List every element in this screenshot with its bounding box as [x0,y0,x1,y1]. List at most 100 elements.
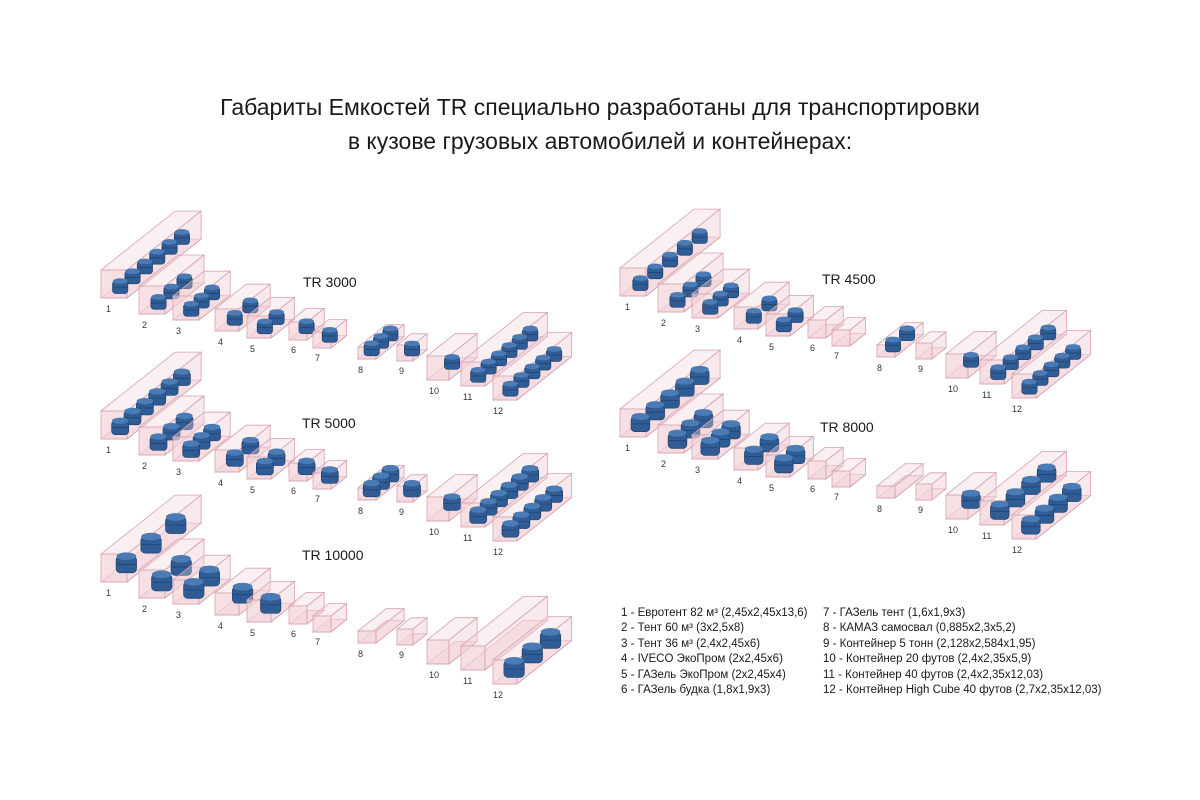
legend-item-2: 2 - Тент 60 м³ (3x2,5x8) [621,622,745,635]
tank-top [242,436,259,444]
title-line-2: в кузове грузовых автомобилей и контейне… [347,128,853,154]
tank-top [1021,475,1041,483]
tanks-10 [443,493,461,511]
vehicle-number: 9 [399,366,404,376]
tank-top [199,565,220,574]
vehicle-number: 10 [429,527,439,537]
tank-top [690,365,709,373]
vehicle-number: 4 [218,478,223,488]
tank-top [681,419,700,427]
tanks-4 [232,582,254,604]
vehicle-number: 12 [1012,404,1022,414]
tank-top [165,513,186,521]
vehicle-number: 9 [918,505,923,515]
vehicle-number: 8 [877,363,882,373]
tank-top [382,464,399,472]
tank-top [174,229,190,235]
tank-top [692,228,708,234]
tank-top [746,307,762,314]
tank-top [490,489,508,497]
tank-top [962,489,981,497]
vehicle-number: 5 [250,628,255,638]
tank-top [193,432,210,439]
tank-top [501,481,518,488]
tanks-4 [226,297,259,326]
vehicle-number: 7 [315,353,320,363]
tanks-1 [630,365,710,433]
tanks-5 [256,309,285,335]
tank-top [404,340,420,347]
vehicle-number: 5 [769,483,774,493]
vehicle-number: 6 [810,484,815,494]
legend-item-4: 4 - IVECO ЭкоПром (2x2,45x6) [621,653,783,666]
tank-top [1065,344,1081,350]
tanks-12 [502,346,563,397]
tanks-11 [990,324,1057,380]
tank-top [364,340,380,347]
tank-top [524,502,541,510]
tanks-1 [115,513,187,574]
tank-top [744,445,763,453]
tank-top [524,363,540,370]
tanks-3 [702,282,739,315]
tank-top [502,520,519,527]
tank-top [444,353,460,360]
vehicle-number: 12 [1012,545,1022,555]
vehicle-box-6 [287,591,326,625]
tank-top [162,238,177,245]
tank-top [111,417,129,424]
tank-top [137,258,153,265]
tank-top [786,444,805,452]
tank-top [535,494,552,501]
legend-column-2: 7 - ГАЗель тент (1,6x1,9x3) 8 - КАМАЗ са… [823,606,1102,698]
vehicle-number: 5 [250,344,255,354]
tank-top [670,291,685,298]
vehicle-box-9 [914,471,948,501]
vehicle-number: 6 [291,345,296,355]
tanks-6 [297,457,316,476]
tank-top [321,466,338,473]
page-title: Габариты Емкостей TR специально разработ… [0,90,1200,158]
tank-top [372,472,390,479]
tank-top [701,436,720,444]
vehicle-number: 12 [493,406,503,416]
tank-top [226,449,243,456]
vehicle-box-11 [459,595,549,671]
tank-top [194,292,209,299]
vehicle-number: 4 [737,335,742,345]
tank-top [470,367,486,373]
tank-top [1021,515,1040,523]
tank-top [363,479,380,487]
vehicle-box-9 [914,330,948,360]
vehicle-number: 1 [106,588,111,598]
vehicle-number: 11 [982,390,991,400]
tank-top [885,336,901,343]
tank-top [204,284,220,291]
tank-top [512,333,528,340]
vehicle-number: 2 [142,320,147,330]
vehicle-number: 1 [106,304,111,314]
vehicle-number: 3 [176,467,181,477]
tank-top [183,578,204,586]
tank-top [268,448,285,455]
tank-top [322,326,338,333]
vehicle-number: 10 [429,670,439,680]
group-label: TR 10000 [302,547,364,563]
vehicle-number: 2 [142,604,147,614]
tanks-10 [963,351,980,368]
tank-top [646,401,665,409]
vehicle-number: 6 [291,629,296,639]
tanks-5 [774,444,806,474]
tank-top [721,420,741,428]
tank-top [470,506,487,513]
tank-top [173,368,191,375]
tank-top [1040,324,1056,331]
tanks-7 [321,326,338,343]
tank-top [1043,361,1059,368]
vehicle-number: 1 [625,443,630,453]
tank-top [227,309,243,316]
tank-top [511,473,528,480]
tanks-2 [149,412,194,451]
vehicle-number: 8 [877,504,882,514]
